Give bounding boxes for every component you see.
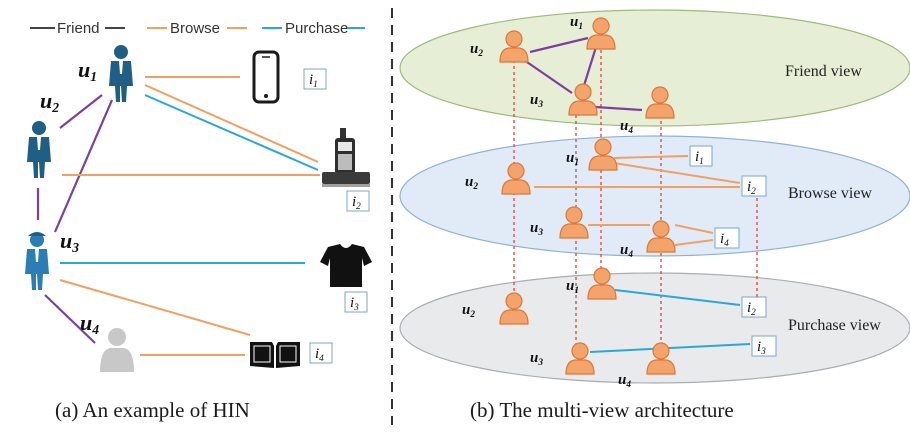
legend: Friend Browse Purchase [30,20,365,37]
user-u4-icon [108,328,126,346]
browse-view-i4-label: i4 [720,231,729,249]
browse-view-label: Browse view [788,185,872,202]
user-u1-label: u1 [78,57,97,84]
hin-user-u1: u1 [78,45,133,102]
purchase-view-i3-label: i3 [757,339,766,357]
right-panel-caption: (b) The multi-view architecture [470,398,734,422]
multi-view-user-labels: u2 u1 u3 u4 u1 u2 u3 u4 u1 u2 u3 u4 [462,14,633,390]
friend-view-label: Friend view [785,63,862,80]
browse-view-i2-label: i2 [747,179,756,197]
purchase-view-u1-label: u1 [566,278,579,296]
friend-view-u3-label: u3 [530,92,543,110]
purchase-view-layer [399,272,910,384]
tshirt-icon [320,244,372,287]
item-i2-label: i2 [352,194,361,212]
friend-view-u1-label: u1 [570,14,583,32]
user-u1-icon [109,45,133,102]
purchase-view-u3-label: u3 [530,350,543,368]
user-u2-icon [27,121,51,178]
browse-view-u4-label: u4 [620,242,633,260]
legend-purchase-label: Purchase [285,20,348,37]
user-u3-icon [25,233,49,290]
user-u2-label: u2 [40,88,59,115]
item-i4-label: i4 [315,346,324,364]
friend-view-u2-label: u2 [470,41,483,59]
hin-item-i2: i2 [322,128,370,212]
purchase-view-u2-label: u2 [462,302,475,320]
browse-view-u3-label: u3 [530,220,543,238]
legend-browse-label: Browse [170,20,220,37]
cordless-phone-icon [322,128,370,187]
left-panel-caption: (a) An example of HIN [55,398,250,422]
browse-view-u2-label: u2 [465,174,478,192]
hin-user-u2: u2 [27,88,59,178]
browse-view-edges [534,155,741,246]
smartphone-icon [252,50,280,104]
user-u3-label: u3 [60,228,79,255]
hin-item-i3: i3 [320,244,372,313]
browse-view-layer [399,135,910,257]
user-u4-label: u4 [80,310,99,337]
legend-friend-label: Friend [57,20,100,37]
purchase-view-i2-label: i2 [747,300,756,318]
hin-user-u3: u3 [25,228,79,290]
item-i3-label: i3 [350,295,359,313]
browse-view-i1-label: i1 [695,149,704,167]
multi-view-items: i1 i2 i4 i2 i3 [689,145,777,357]
item-i1-label: i1 [309,72,318,90]
friend-view-u4-label: u4 [620,118,633,136]
hin-user-u4: u4 [80,310,134,372]
hin-item-i4: i4 [250,342,333,368]
book-icon [250,342,300,368]
purchase-view-edges [589,289,751,353]
purchase-view-u4-label: u4 [618,372,631,390]
purchase-view-label: Purchase view [788,317,881,334]
hin-item-i1: i1 [252,50,327,104]
hin-edges [36,76,320,356]
browse-view-u1-label: u1 [566,150,579,168]
friend-view-layer [399,9,910,127]
